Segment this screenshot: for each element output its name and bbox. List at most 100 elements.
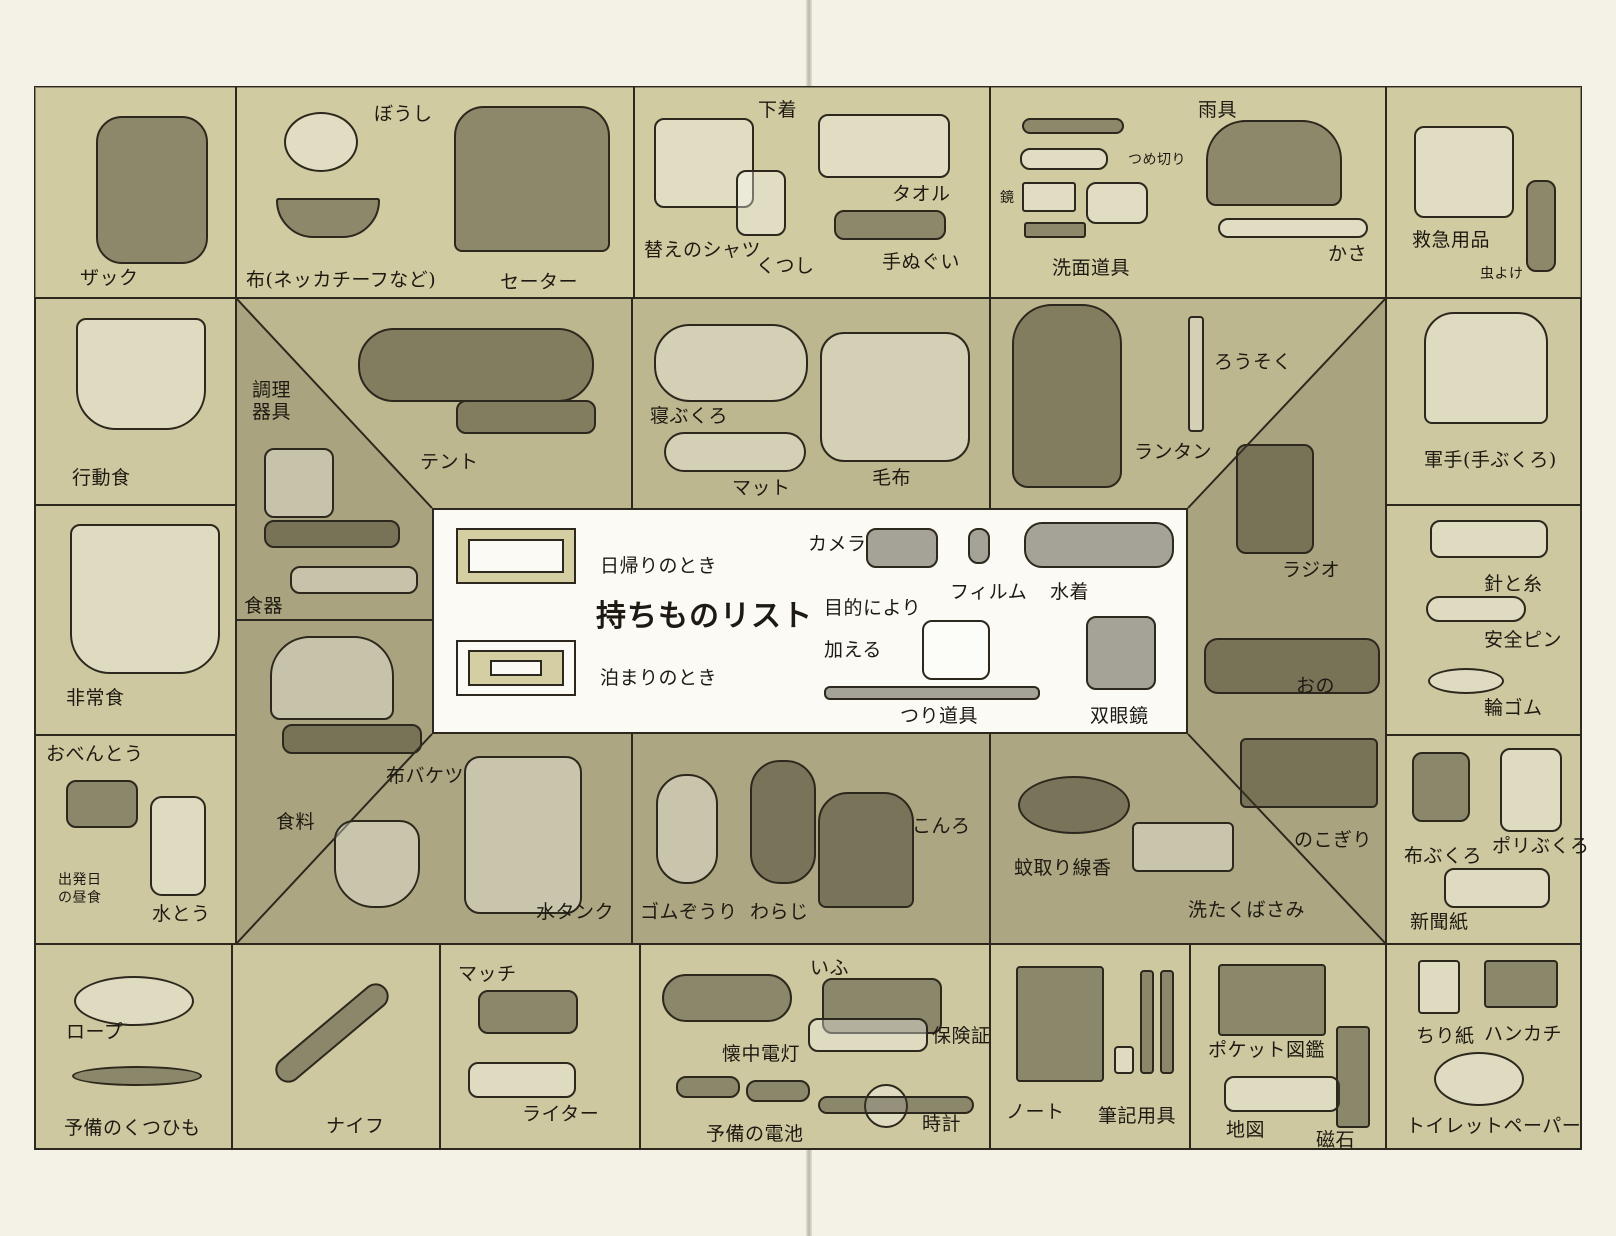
label-newspaper: 新聞紙 bbox=[1410, 911, 1469, 933]
label-clothespin: 洗たくばさみ bbox=[1188, 899, 1306, 921]
biscuit-box-icon bbox=[282, 724, 422, 754]
shoelace-icon bbox=[72, 1066, 202, 1086]
newspaper-icon bbox=[1444, 868, 1550, 908]
sleeping-bag-icon bbox=[654, 324, 808, 402]
label-sweater: セーター bbox=[500, 271, 579, 293]
radio-icon bbox=[1236, 444, 1314, 554]
axe-icon bbox=[1204, 638, 1380, 694]
label-radio: ラジオ bbox=[1282, 559, 1341, 581]
label-wallet: いふ bbox=[810, 957, 850, 979]
label-spare-shirt: 替えのシャツ bbox=[644, 239, 762, 261]
map-icon bbox=[1224, 1076, 1340, 1112]
handkerchief-icon bbox=[1484, 960, 1558, 1008]
label-nail-clipper: つめ切り bbox=[1128, 152, 1186, 168]
pencil-1-icon bbox=[1140, 970, 1154, 1074]
label-toilet-paper: トイレットペーパー bbox=[1406, 1115, 1582, 1137]
label-candle: ろうそく bbox=[1214, 351, 1293, 373]
hat-icon bbox=[284, 112, 358, 172]
label-hat: ぼうし bbox=[374, 103, 433, 125]
label-first-aid: 救急用品 bbox=[1412, 229, 1491, 251]
label-spare-batteries: 予備の電池 bbox=[706, 1123, 804, 1145]
label-lantern: ランタン bbox=[1134, 441, 1213, 463]
lantern-icon bbox=[1012, 304, 1122, 488]
gloves-icon bbox=[1424, 312, 1548, 424]
page-title: 持ちものリスト bbox=[596, 599, 813, 634]
label-sandals: ゴムぞうり bbox=[640, 901, 738, 923]
label-sleeping-bag: 寝ぶくろ bbox=[650, 405, 729, 427]
label-water-tank: 水タンク bbox=[536, 901, 615, 923]
backpack-icon bbox=[96, 116, 208, 264]
mosquito-coil-icon bbox=[1018, 776, 1130, 834]
label-fishing-gear: つり道具 bbox=[900, 705, 979, 727]
legend-by-purpose-2: 加える bbox=[824, 639, 882, 661]
saw-icon bbox=[1240, 738, 1378, 808]
label-underwear: 下着 bbox=[758, 99, 798, 121]
label-notebook: ノート bbox=[1006, 1101, 1065, 1123]
label-lunch: おべんとう bbox=[46, 743, 144, 765]
watch-icon bbox=[864, 1084, 908, 1128]
label-swimsuit: 水着 bbox=[1050, 581, 1090, 603]
label-binoculars: 双眼鏡 bbox=[1090, 705, 1149, 727]
sandal-icon bbox=[656, 774, 718, 884]
flashlight-icon bbox=[662, 974, 792, 1022]
towel-icon bbox=[818, 114, 950, 178]
camera-icon bbox=[866, 528, 938, 568]
thread-spool-icon bbox=[1430, 520, 1548, 558]
label-plastic-bag: ポリぶくろ bbox=[1492, 835, 1590, 857]
label-mosquito-coil: 蚊取り線香 bbox=[1014, 857, 1112, 879]
label-field-guide: ポケット図鑑 bbox=[1208, 1039, 1326, 1061]
label-handkerchief: ハンカチ bbox=[1484, 1023, 1563, 1045]
label-saw: のこぎり bbox=[1294, 829, 1373, 851]
tissue-icon bbox=[1418, 960, 1460, 1014]
film-icon bbox=[968, 528, 990, 564]
repellent-spray-icon bbox=[1526, 180, 1556, 272]
label-needle-thread: 針と糸 bbox=[1484, 573, 1543, 595]
toothpaste-icon bbox=[1020, 148, 1108, 170]
label-first-day-lunch-1: 出発日 bbox=[58, 872, 102, 888]
rubber-band-icon bbox=[1428, 668, 1504, 694]
label-insurance-card: 保険証 bbox=[932, 1025, 991, 1047]
cloth-bag-icon bbox=[1412, 752, 1470, 822]
sweater-icon bbox=[454, 106, 610, 252]
label-backpack: ザック bbox=[80, 267, 139, 289]
label-straw-sandals: わらじ bbox=[750, 901, 809, 923]
mirror-icon bbox=[1022, 182, 1076, 212]
label-tent: テント bbox=[420, 451, 479, 473]
label-raingear: 雨具 bbox=[1198, 99, 1238, 121]
label-watch: 時計 bbox=[922, 1113, 962, 1135]
label-blanket: 毛布 bbox=[872, 467, 912, 489]
safety-pin-icon bbox=[1426, 596, 1526, 622]
label-mirror: 鏡 bbox=[1000, 190, 1015, 206]
label-cloth-bucket: 布バケツ bbox=[386, 765, 465, 787]
raincoat-icon bbox=[1206, 120, 1342, 206]
label-umbrella: かさ bbox=[1328, 243, 1368, 265]
label-groceries: 食料 bbox=[276, 811, 316, 833]
battery-1-icon bbox=[676, 1076, 740, 1098]
label-emergency-food: 非常食 bbox=[66, 687, 125, 709]
first-aid-kit-icon bbox=[1414, 126, 1514, 218]
hand-towel-icon bbox=[834, 210, 946, 240]
label-knife: ナイフ bbox=[326, 1115, 385, 1137]
label-first-day-lunch-2: の昼食 bbox=[58, 890, 102, 906]
tent-fly-icon bbox=[456, 400, 596, 434]
watch-strap-icon bbox=[818, 1096, 974, 1114]
pot-icon bbox=[264, 448, 334, 518]
water-tank-icon bbox=[464, 756, 582, 914]
legend-day-trip: 日帰りのとき bbox=[600, 555, 718, 577]
label-cookware-1: 調理 bbox=[252, 379, 292, 401]
label-toiletries: 洗面道具 bbox=[1052, 257, 1131, 279]
clothespin-icon bbox=[1132, 822, 1234, 872]
umbrella-icon bbox=[1218, 218, 1368, 238]
trail-food-bag-icon bbox=[76, 318, 206, 430]
label-cloth-bag: 布ぶくろ bbox=[1404, 845, 1483, 867]
comb-icon bbox=[1024, 222, 1086, 238]
label-towel: タオル bbox=[892, 183, 951, 205]
label-rope: ロープ bbox=[66, 1021, 124, 1043]
label-gloves: 軍手(手ぶくろ) bbox=[1424, 449, 1557, 471]
label-tableware: 食器 bbox=[244, 595, 284, 617]
pencil-2-icon bbox=[1160, 970, 1174, 1074]
notebook-icon bbox=[1016, 966, 1104, 1082]
label-rubber-band: 輪ゴム bbox=[1484, 697, 1543, 719]
straw-sandal-icon bbox=[750, 760, 816, 884]
food-bags-icon bbox=[270, 636, 394, 720]
